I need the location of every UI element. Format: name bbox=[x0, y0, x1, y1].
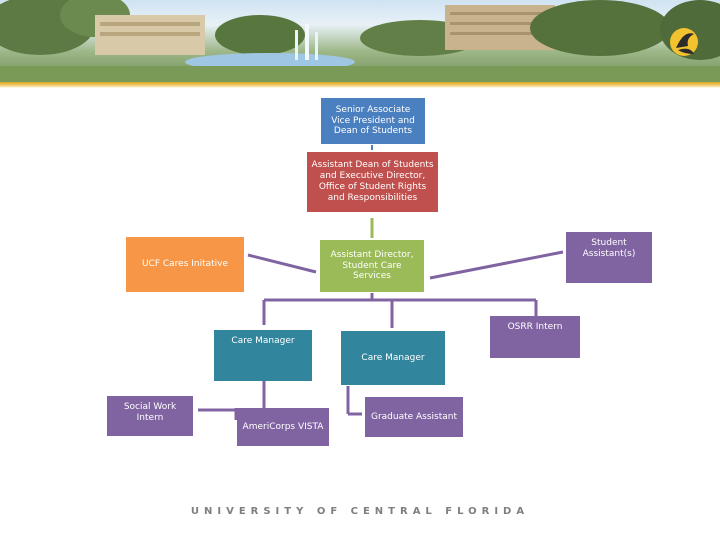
ucf-pegasus-logo bbox=[670, 28, 698, 56]
node-senior-associate-vp: Senior Associate Vice President and Dean… bbox=[321, 98, 425, 144]
node-student-assistants: Student Assistant(s) bbox=[566, 232, 652, 283]
node-care-manager-2: Care Manager bbox=[341, 331, 445, 385]
node-assistant-director: Assistant Director, Student Care Service… bbox=[320, 240, 424, 292]
node-americorps-vista: AmeriCorps VISTA bbox=[237, 408, 329, 446]
banner-gold-rule bbox=[0, 82, 720, 88]
node-graduate-assistant: Graduate Assistant bbox=[365, 397, 463, 437]
footer-wordmark: UNIVERSITY OF CENTRAL FLORIDA bbox=[190, 506, 530, 517]
campus-banner-image bbox=[0, 0, 720, 82]
node-assistant-dean: Assistant Dean of Students and Executive… bbox=[307, 152, 438, 212]
node-ucf-cares-initiative: UCF Cares Initative bbox=[126, 237, 244, 292]
node-osrr-intern: OSRR Intern bbox=[490, 316, 580, 358]
node-social-work-intern: Social Work Intern bbox=[107, 396, 193, 436]
node-care-manager-1: Care Manager bbox=[214, 330, 312, 381]
